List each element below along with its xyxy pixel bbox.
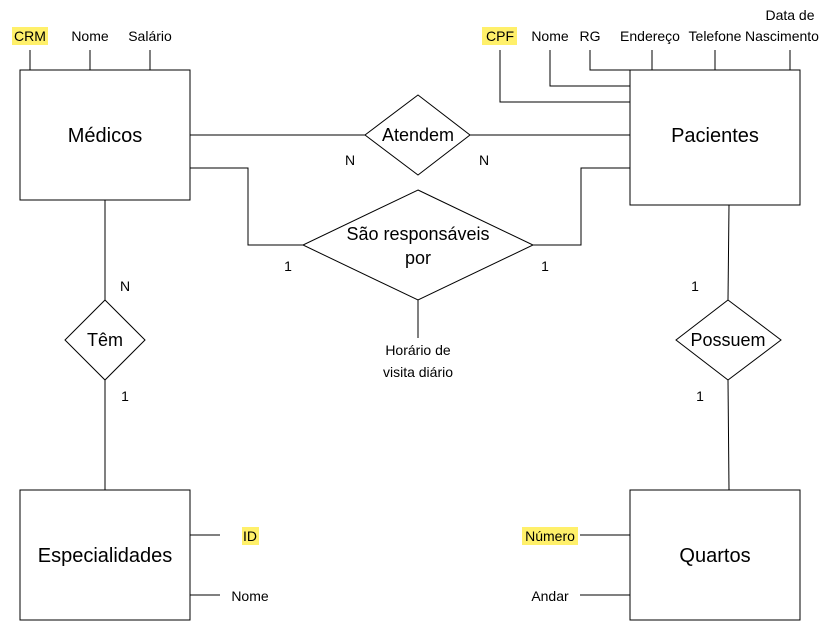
paciente-nome-connector [549, 50, 630, 87]
entity-medicos-label: Médicos [68, 125, 142, 147]
relationship-atendem-label: Atendem [382, 125, 454, 145]
entity-medicos-box [19, 69, 191, 201]
attr-medico-nome: Nome [71, 28, 109, 44]
relationship-responsaveis-diamond [301, 189, 535, 301]
attr-endereco: Endereço [620, 28, 680, 44]
quartos-attributes: Número Andar [525, 528, 575, 604]
entity-quartos: Quartos [629, 489, 801, 621]
medicos-attributes: CRM Nome Salário [14, 28, 172, 44]
card-atendem-medicos: N [345, 152, 355, 168]
attr-nascimento-line2: Nascimento [745, 28, 819, 44]
pacientes-attributes: CPF Nome RG Endereço Telefone Data de Na… [486, 7, 819, 44]
attr-especialidade-nome: Nome [231, 588, 269, 604]
rg-connector [589, 50, 630, 71]
attr-horario-line1: Horário de [385, 342, 451, 358]
relationship-possuem-diamond [675, 299, 782, 381]
card-possuem-quartos: 1 [696, 388, 704, 404]
entity-quartos-box [629, 489, 801, 621]
card-atendem-pacientes: N [479, 152, 489, 168]
cpf-connector [499, 50, 630, 103]
card-resp-medicos: 1 [284, 258, 292, 274]
relationship-responsaveis-label-line2: por [405, 248, 431, 268]
responsaveis-attributes: Horário de visita diário [383, 342, 453, 380]
relationship-possuem-label: Possuem [690, 330, 765, 350]
attr-salario: Salário [128, 28, 172, 44]
card-tem-especialidades: 1 [121, 388, 129, 404]
especialidades-attributes: ID Nome [231, 528, 269, 604]
relationship-atendem: Atendem [364, 94, 471, 176]
attr-nascimento-line1: Data de [765, 7, 814, 23]
attr-numero: Número [525, 528, 575, 544]
relationship-tem: Têm [64, 299, 146, 381]
attr-paciente-nome: Nome [531, 28, 569, 44]
attr-horario-line2: visita diário [383, 364, 453, 380]
attr-telefone: Telefone [689, 28, 742, 44]
entity-medicos: Médicos [19, 69, 191, 201]
card-resp-pacientes: 1 [541, 258, 549, 274]
relationship-atendem-diamond [364, 94, 471, 176]
cardinalities: N N 1 1 N 1 1 1 [120, 152, 704, 404]
entity-especialidades-box [19, 489, 191, 621]
entity-especialidades-label: Especialidades [38, 545, 173, 567]
possuem-pacientes-line [727, 204, 730, 301]
attr-andar: Andar [531, 588, 569, 604]
attr-cpf: CPF [486, 28, 514, 44]
attr-crm: CRM [14, 28, 46, 44]
attr-id: ID [243, 528, 257, 544]
card-possuem-pacientes: 1 [691, 278, 699, 294]
cpf-key-highlight [482, 27, 517, 45]
attr-rg: RG [580, 28, 601, 44]
responsaveis-medicos-line [190, 167, 303, 246]
card-tem-medicos: N [120, 278, 130, 294]
responsaveis-pacientes-line [533, 167, 630, 246]
connectors [29, 50, 791, 596]
relationship-tem-diamond [64, 299, 146, 381]
relationship-responsaveis-label-line1: São responsáveis [346, 224, 489, 244]
entity-pacientes-label: Pacientes [671, 125, 759, 147]
entity-quartos-label: Quartos [679, 545, 750, 567]
crm-key-highlight [12, 27, 48, 45]
entity-pacientes-box [629, 69, 801, 206]
relationship-responsaveis: São responsáveis por [301, 189, 535, 301]
possuem-quartos-line [727, 379, 730, 491]
id-key-highlight [242, 527, 259, 545]
entity-especialidades: Especialidades [19, 489, 191, 621]
relationship-tem-label: Têm [87, 330, 123, 350]
relationship-possuem: Possuem [675, 299, 782, 381]
numero-key-highlight [522, 527, 578, 545]
entity-pacientes: Pacientes [629, 69, 801, 206]
